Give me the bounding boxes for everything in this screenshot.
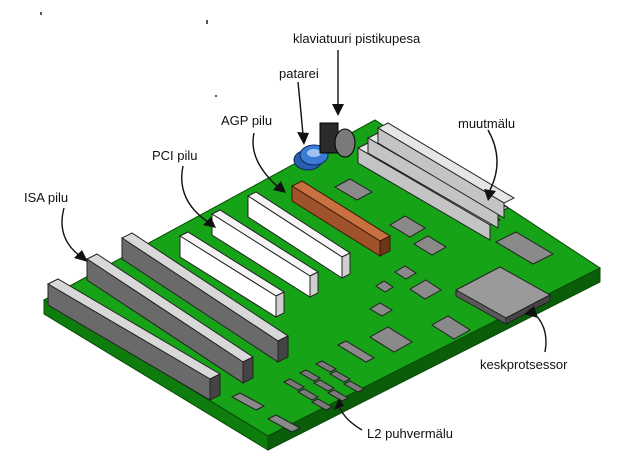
board-chips (230, 178, 555, 433)
label-battery: patarei (279, 66, 319, 81)
label-memory: muutmälu (458, 116, 516, 131)
isa-slot-1 (121, 232, 289, 363)
memory-modules (356, 122, 516, 241)
l2-cache-chips (282, 360, 366, 411)
callout-arrows (61, 50, 547, 431)
label-keyboard-socket: klaviatuuri pistikupesa (293, 31, 421, 46)
label-pci-slot: PCI pilu (152, 148, 198, 163)
label-l2-cache: L2 puhvermälu (367, 426, 453, 441)
isa-slot-2 (86, 253, 254, 384)
agp-slot (290, 180, 392, 257)
isa-slot-3 (46, 278, 222, 401)
pci-slot-2 (210, 209, 320, 298)
scan-specks (40, 12, 217, 97)
label-cpu: keskprotsessor (480, 357, 568, 372)
callout-arrowheads (74, 104, 538, 410)
pci-slot-1 (246, 191, 352, 279)
label-isa-slot: ISA pilu (24, 190, 69, 205)
keyboard-socket-icon (319, 122, 356, 158)
pci-slot-3 (178, 231, 286, 318)
label-agp-slot: AGP pilu (221, 113, 273, 128)
cpu-chip (454, 266, 552, 325)
